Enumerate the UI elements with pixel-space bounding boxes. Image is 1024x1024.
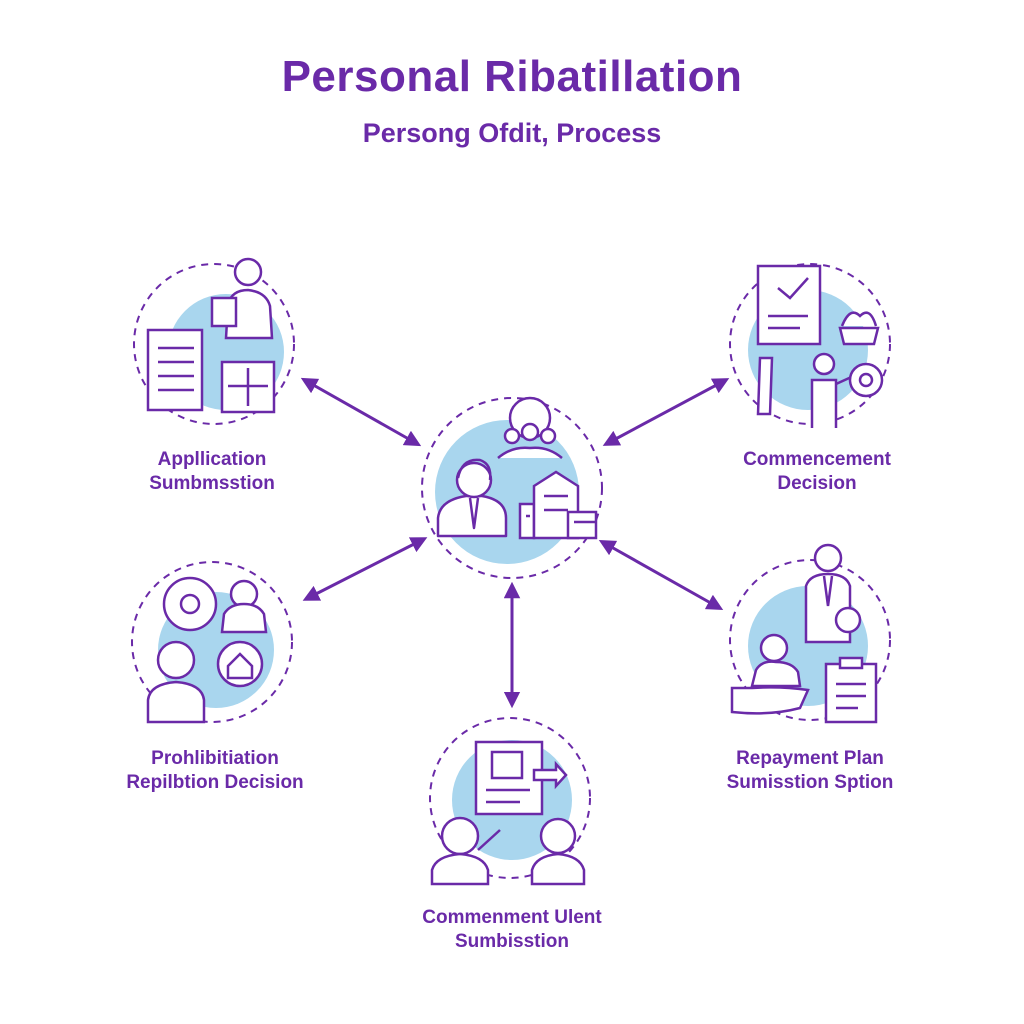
document-transfer-icon xyxy=(474,740,568,816)
connectors xyxy=(300,377,730,709)
node-prohibition xyxy=(131,561,293,724)
label-repayment: Repayment Plan Sumisstion Sption xyxy=(700,747,920,795)
label-prohibition: Prohlibitiation Repilbtion Decision xyxy=(102,747,328,795)
house-badge-icon xyxy=(216,640,264,688)
basket-icon xyxy=(838,311,880,346)
person-icon xyxy=(436,458,508,538)
page-subtitle: Persong Ofdit, Process xyxy=(362,118,662,148)
label-commencement-decision: Commencement Decision xyxy=(717,448,917,496)
person-icon xyxy=(530,817,586,886)
node-commencement-submission-ring xyxy=(429,717,591,879)
person-icon xyxy=(146,640,206,724)
label-commencement-submission: Commenment Ulent Sumbisstion xyxy=(400,906,624,954)
node-application-ring xyxy=(133,263,295,425)
node-repayment-ring xyxy=(729,559,891,721)
label-application-line1: Appllication xyxy=(157,449,267,470)
gear-icon xyxy=(162,576,218,632)
group-icon xyxy=(497,396,563,459)
page-title: Personal Ribatillation xyxy=(281,52,743,101)
label-application-line2: Sumbmsstion xyxy=(149,473,275,494)
clipboard-icon xyxy=(824,656,878,724)
buildings-icon xyxy=(518,470,598,540)
label-commencement-decision-line1: Commencement xyxy=(743,449,891,470)
hand-with-person-icon xyxy=(730,606,862,715)
connector-application xyxy=(300,377,422,447)
node-repayment xyxy=(729,543,891,724)
label-commencement-decision-line2: Decision xyxy=(777,473,857,494)
target-icon xyxy=(848,362,884,398)
label-prohibition-line1: Prohlibitiation xyxy=(151,748,279,769)
person-icon xyxy=(220,579,268,634)
node-center-ring xyxy=(421,397,603,579)
label-application: Appllication Sumbmsstion xyxy=(112,448,312,496)
calculator-icon xyxy=(220,360,276,414)
person-with-document-icon xyxy=(210,257,274,340)
approved-document-icon xyxy=(756,264,822,346)
person-pointing-icon xyxy=(756,352,859,428)
label-commencement-submission-line1: Commenment Ulent xyxy=(422,907,602,928)
connector-prohibition xyxy=(302,537,428,601)
label-commencement-submission-line2: Sumbisstion xyxy=(454,931,569,952)
connector-commencement-decision xyxy=(602,378,730,446)
label-prohibition-line2: Repilbtion Decision xyxy=(126,772,304,793)
node-prohibition-ring xyxy=(131,561,293,723)
label-repayment-line1: Repayment Plan xyxy=(736,748,884,769)
node-commencement-decision-ring xyxy=(729,263,891,425)
label-repayment-line2: Sumisstion Sption xyxy=(726,772,894,793)
node-application xyxy=(133,257,295,425)
person-icon xyxy=(430,816,501,886)
node-commencement-decision xyxy=(729,263,891,428)
node-commencement-submission xyxy=(429,717,591,886)
checklist-icon xyxy=(146,328,204,412)
connector-repayment xyxy=(598,539,724,611)
node-center xyxy=(421,396,603,579)
